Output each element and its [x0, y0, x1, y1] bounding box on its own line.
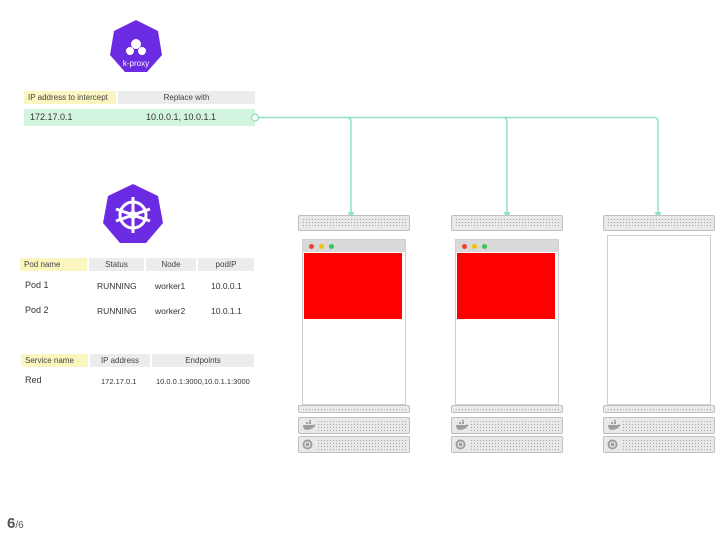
server-node-1 — [298, 215, 410, 453]
window-minimize-dot — [472, 244, 477, 249]
kubernetes-wheel-icon — [607, 439, 618, 450]
connector-to-server-2 — [347, 116, 508, 214]
docker-whale-icon — [608, 420, 621, 430]
server-screen — [607, 235, 711, 405]
window-title-bar — [303, 240, 405, 252]
pod-2-name: Pod 2 — [25, 305, 49, 315]
server-k8s-unit — [603, 436, 715, 453]
docker-whale-icon — [303, 420, 316, 430]
red-app-container — [304, 253, 402, 319]
service-red-endpoints: 10.0.0.1:3000,10.0.1.1:3000 — [156, 377, 250, 386]
services-header-name: Service name — [21, 354, 88, 367]
red-app-container — [457, 253, 555, 319]
window-maximize-dot — [329, 244, 334, 249]
pod-2-node: worker2 — [155, 306, 186, 316]
kubernetes-wheel-icon — [455, 439, 466, 450]
slide-total: /6 — [15, 520, 24, 531]
pods-header-name: Pod name — [20, 258, 87, 271]
server-lower-bezel — [451, 405, 563, 413]
pod-1-status: RUNNING — [97, 281, 137, 291]
window-minimize-dot — [319, 244, 324, 249]
docker-whale-icon — [456, 420, 469, 430]
kproxy-header-replace: Replace with — [118, 91, 255, 104]
server-screen — [455, 239, 559, 405]
service-red-ip: 172.17.0.1 — [101, 377, 137, 386]
connector-origin — [250, 113, 260, 122]
server-docker-unit — [603, 417, 715, 434]
connector-to-server-3 — [503, 116, 659, 214]
kproxy-row: 172.17.0.1 10.0.0.1, 10.0.1.1 — [24, 109, 255, 126]
window-maximize-dot — [482, 244, 487, 249]
server-lower-bezel — [298, 405, 410, 413]
connector-to-server-1 — [259, 116, 352, 214]
server-screen — [302, 239, 406, 405]
pods-header-status: Status — [89, 258, 144, 271]
pod-1-node: worker1 — [155, 281, 186, 291]
pods-header-podip: podIP — [198, 258, 254, 271]
server-docker-unit — [298, 417, 410, 434]
server-node-2 — [451, 215, 563, 453]
kproxy-row-replace: 10.0.0.1, 10.0.1.1 — [146, 112, 217, 122]
pod-2-ip: 10.0.1.1 — [211, 306, 242, 316]
kproxy-header-intercept: IP address to intercept — [24, 91, 116, 104]
pods-header-node: Node — [146, 258, 196, 271]
server-node-3 — [603, 215, 715, 453]
pod-1-name: Pod 1 — [25, 280, 49, 290]
server-top-bezel — [603, 215, 715, 231]
kproxy-logo-label: k-proxy — [123, 59, 149, 68]
window-close-dot — [309, 244, 314, 249]
server-top-bezel — [451, 215, 563, 231]
kubernetes-wheel-icon — [302, 439, 313, 450]
pod-1-ip: 10.0.0.1 — [211, 281, 242, 291]
server-lower-bezel — [603, 405, 715, 413]
window-title-bar — [456, 240, 558, 252]
pod-2-status: RUNNING — [97, 306, 137, 316]
server-top-bezel — [298, 215, 410, 231]
service-red-name: Red — [25, 375, 42, 385]
server-k8s-unit — [298, 436, 410, 453]
slide-current: 6 — [7, 515, 16, 532]
server-k8s-unit — [451, 436, 563, 453]
window-close-dot — [462, 244, 467, 249]
server-docker-unit — [451, 417, 563, 434]
services-header-ip: IP address — [90, 354, 150, 367]
slide-counter: 6/6 — [7, 515, 24, 532]
kube-proxy-logo: k-proxy — [110, 20, 162, 72]
kproxy-row-ip: 172.17.0.1 — [30, 112, 73, 122]
services-header-endpoints: Endpoints — [152, 354, 254, 367]
kubernetes-logo — [103, 184, 163, 243]
